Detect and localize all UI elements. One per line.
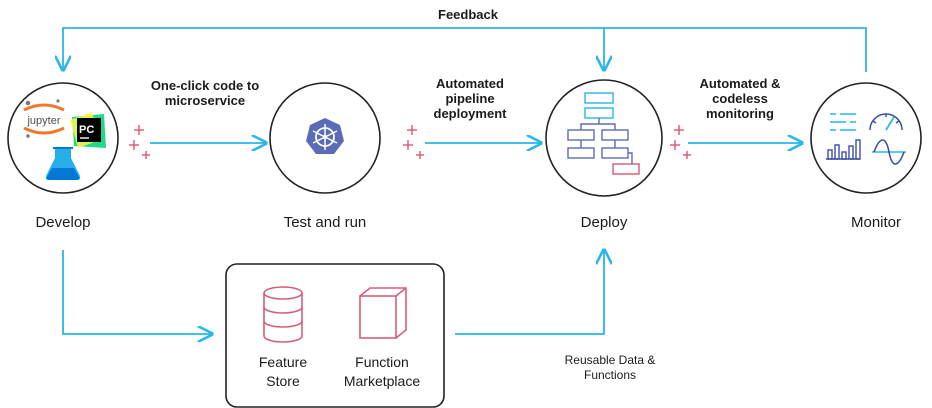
box-to-deploy-arrow (455, 250, 604, 335)
wave-icon (872, 139, 906, 165)
plus-signs-deploy (670, 125, 691, 159)
cube-icon (359, 287, 407, 339)
edge-label-test-to-deploy: Automated pipeline deployment (433, 76, 507, 121)
plus-signs-test (403, 125, 424, 159)
feedback-label: Feedback (438, 7, 498, 22)
jupyter-text: jupyter (26, 115, 60, 127)
dashboard-icon (830, 113, 856, 131)
feedback-arrow (63, 27, 867, 72)
function-marketplace-label: Function Marketplace (343, 354, 421, 389)
edge-label-box-to-deploy: Reusable Data & Functions (564, 353, 656, 382)
pycharm-icon: PC (70, 112, 106, 148)
deploy-circle (545, 79, 663, 197)
stage-label-monitor: Monitor (850, 214, 902, 231)
bar-chart-icon (826, 139, 861, 160)
stage-label-test: Test and run (283, 214, 367, 231)
plus-signs-develop (129, 125, 150, 159)
edge-label-develop-to-test: One-click code to microservice (150, 78, 260, 108)
azure-ml-icon (45, 147, 81, 180)
develop-circle (7, 82, 119, 194)
edge-label-deploy-to-monitor: Automated & codeless monitoring (699, 76, 781, 121)
stage-label-develop: Develop (35, 214, 91, 231)
feature-store-label: Feature Store (258, 354, 308, 389)
database-icon (263, 286, 303, 343)
gauge-icon (869, 113, 903, 131)
pipeline-flow-icon (567, 92, 640, 175)
pycharm-text: PC (79, 124, 94, 136)
kubernetes-icon (306, 118, 344, 154)
develop-to-box-arrow (62, 250, 212, 334)
jupyter-icon: jupyter (23, 99, 65, 138)
stage-label-deploy: Deploy (580, 214, 628, 231)
monitor-circle (810, 82, 922, 194)
